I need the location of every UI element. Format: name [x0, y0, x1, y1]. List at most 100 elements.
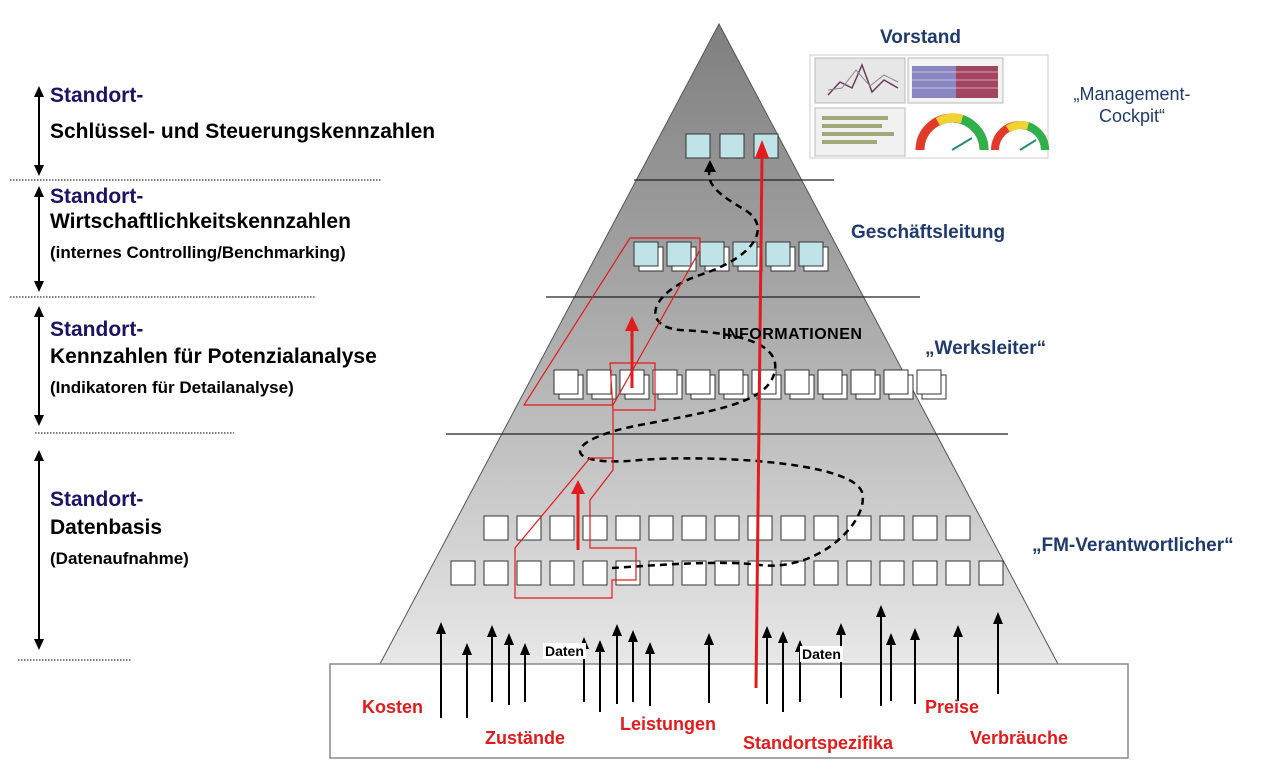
base-label-kosten: Kosten	[362, 697, 424, 717]
base-label-leistungen: Leistungen	[620, 714, 717, 734]
data-arrow-head-0	[436, 622, 446, 634]
kpi-box-fm-a-4	[615, 515, 641, 541]
level-werksleiter: „Werksleiter“	[925, 338, 1047, 359]
kpi-box-wl-9	[850, 369, 876, 395]
data-arrow-head-19	[993, 612, 1003, 624]
data-arrow-head-9	[645, 642, 655, 654]
cockpit-line-2: Cockpit“	[1098, 106, 1165, 126]
kpi-boxes	[450, 133, 1004, 586]
kpi-box-fm-a-0	[483, 515, 509, 541]
management-cockpit-label: „Management- Cockpit“	[1052, 83, 1212, 127]
left-label-2-title: Standort-	[50, 185, 144, 208]
data-arrow-head-14	[836, 623, 846, 635]
base-label-standortspezifika: Standortspezifika	[743, 733, 894, 753]
kpi-box-fm-a-3	[582, 515, 608, 541]
kpi-box-fm-a-5	[648, 515, 674, 541]
kpi-box-wl-8	[817, 369, 843, 395]
red-selection-outline	[522, 237, 701, 406]
data-arrow-head-3	[504, 633, 514, 645]
left-label-4-main: Datenbasis	[50, 516, 163, 539]
kpi-box-gl-2	[699, 241, 725, 267]
left-label-3-main: Kennzahlen für Potenzialanalyse	[50, 345, 377, 368]
kpi-box-fm-a-11	[846, 515, 872, 541]
kpi-box-fm-b-12	[846, 560, 872, 586]
kpi-box-fm-b-14	[912, 560, 938, 586]
kpi-box-gl-4	[765, 241, 791, 267]
level-vorstand: Vorstand	[880, 27, 961, 48]
kpi-box-wl-4	[685, 369, 711, 395]
kpi-box-fm-b-3	[549, 560, 575, 586]
management-cockpit-panels	[809, 54, 1049, 159]
kpi-box-fm-a-7	[714, 515, 740, 541]
kpi-box-wl-3	[652, 369, 678, 395]
left-label-4-title: Standort-	[50, 488, 144, 511]
data-arrow-head-12	[778, 631, 788, 643]
informationen-label: INFORMATIONEN	[722, 326, 863, 343]
kpi-box-fm-b-2	[516, 560, 542, 586]
left-label-2-main: Wirtschaftlichkeitskennzahlen	[50, 210, 351, 233]
double-arrow-2	[34, 186, 44, 292]
data-arrow-head-10	[704, 633, 714, 645]
left-label-3-sub: (Indikatoren für Detailanalyse)	[50, 378, 294, 397]
daten-label-1: Daten	[543, 643, 586, 659]
data-arrow-head-6	[595, 640, 605, 652]
kpi-box-wl-10	[883, 369, 909, 395]
kpi-box-gl-1	[666, 241, 692, 267]
red-main-arrow	[754, 140, 769, 689]
kpi-box-wl-5	[718, 369, 744, 395]
left-label-4-sub: (Datenaufnahme)	[50, 549, 189, 568]
level-geschaeftsleitung: Geschäftsleitung	[851, 222, 1006, 243]
kpi-box-fm-a-1	[516, 515, 542, 541]
left-label-1-title: Standort-	[50, 84, 144, 107]
kpi-box-wl-6	[751, 369, 777, 395]
kpi-box-fm-b-13	[879, 560, 905, 586]
cockpit-line-1: „Management-	[1073, 84, 1191, 104]
kpi-box-fm-a-9	[780, 515, 806, 541]
flow-arrowhead	[704, 160, 716, 172]
left-label-1-main: Schlüssel- und Steuerungskennzahlen	[50, 120, 436, 143]
left-label-2-sub: (internes Controlling/Benchmarking)	[50, 243, 346, 262]
red-selection-outline-2	[514, 362, 656, 599]
base-label-preise: Preise	[925, 697, 980, 717]
level-fm-verantwortlicher: „FM-Verantwortlicher“	[1032, 535, 1234, 556]
kpi-box-top-1	[719, 133, 745, 159]
kpi-box-fm-a-13	[912, 515, 938, 541]
data-arrow-head-1	[462, 643, 472, 655]
kpi-box-fm-b-1	[483, 560, 509, 586]
base-label-zustaende: Zustände	[485, 728, 566, 748]
kpi-box-fm-a-8	[747, 515, 773, 541]
daten-label-2: Daten	[800, 646, 843, 662]
kpi-box-wl-11	[916, 369, 942, 395]
double-arrow-1	[34, 86, 44, 176]
data-arrow-head-8	[628, 630, 638, 642]
kpi-box-fm-b-7	[681, 560, 707, 586]
data-arrow-head-17	[910, 628, 920, 640]
kpi-box-gl-5	[798, 241, 824, 267]
kpi-box-gl-3	[732, 241, 758, 267]
kpi-box-fm-b-4	[582, 560, 608, 586]
information-flow-line	[578, 167, 865, 570]
data-arrow-head-2	[487, 625, 497, 637]
double-arrow-4	[34, 450, 44, 650]
red-arrow-small-2	[625, 316, 639, 388]
kpi-box-fm-a-12	[879, 515, 905, 541]
data-arrow-head-15	[876, 605, 886, 617]
data-arrow-head-11	[762, 626, 772, 638]
kpi-box-wl-0	[553, 369, 579, 395]
kpi-box-fm-a-10	[813, 515, 839, 541]
red-arrow-small-1	[571, 480, 585, 550]
data-arrow-head-4	[520, 643, 530, 655]
kpi-box-fm-b-8	[714, 560, 740, 586]
kpi-box-fm-b-15	[945, 560, 971, 586]
kpi-box-fm-a-2	[549, 515, 575, 541]
base-label-verbraeuche: Verbräuche	[970, 728, 1069, 748]
kpi-box-fm-b-16	[978, 560, 1004, 586]
data-base-box	[329, 663, 1129, 759]
kpi-box-fm-b-11	[813, 560, 839, 586]
kpi-box-gl-0	[633, 241, 659, 267]
data-arrow-head-18	[953, 625, 963, 637]
kpi-box-fm-a-6	[681, 515, 707, 541]
data-arrows	[436, 605, 1003, 718]
